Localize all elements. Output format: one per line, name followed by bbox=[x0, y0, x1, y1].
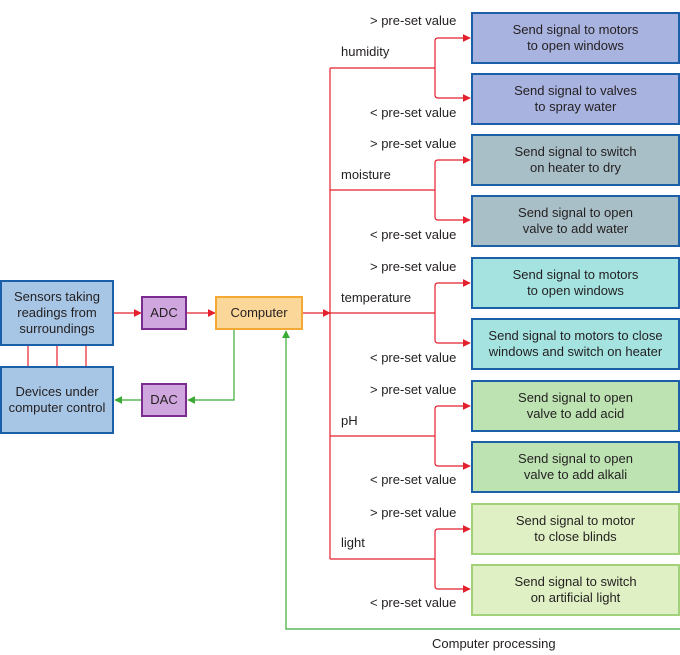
action-label: Send signal to switch on heater to dry bbox=[514, 144, 637, 175]
branch-line bbox=[434, 525, 471, 533]
devices-label: Devices under computer control bbox=[8, 384, 106, 415]
action-label: Send signal to switch on artificial ligh… bbox=[514, 574, 637, 605]
action-label: Send signal to open valve to add water bbox=[518, 205, 633, 236]
action-box: Send signal to motors to open windows bbox=[471, 257, 680, 309]
devices-box: Devices under computer control bbox=[0, 366, 114, 434]
dac-box: DAC bbox=[141, 383, 187, 417]
action-label: Send signal to motor to close blinds bbox=[515, 513, 636, 544]
below-threshold-label: < pre-set value bbox=[370, 472, 457, 487]
below-threshold-label: < pre-set value bbox=[370, 105, 457, 120]
param-name: humidity bbox=[341, 44, 390, 59]
dac-label: DAC bbox=[150, 392, 178, 407]
action-label: Send signal to motors to close windows a… bbox=[488, 328, 663, 359]
branch-line bbox=[434, 585, 471, 593]
below-threshold-label: < pre-set value bbox=[370, 227, 457, 242]
below-threshold-label: < pre-set value bbox=[370, 595, 457, 610]
branch-line bbox=[434, 339, 471, 347]
param-name: moisture bbox=[341, 167, 391, 182]
computer-label: Computer bbox=[230, 305, 288, 320]
above-threshold-label: > pre-set value bbox=[370, 259, 457, 274]
adc-label: ADC bbox=[150, 305, 178, 320]
action-box: Send signal to switch on heater to dry bbox=[471, 134, 680, 186]
action-box: Send signal to switch on artificial ligh… bbox=[471, 564, 680, 616]
below-threshold-label: < pre-set value bbox=[370, 350, 457, 365]
above-threshold-label: > pre-set value bbox=[370, 13, 457, 28]
branch-line bbox=[434, 94, 471, 102]
branch-line bbox=[434, 462, 471, 470]
adc-box: ADC bbox=[141, 296, 187, 330]
sensors-box: Sensors taking readings from surrounding… bbox=[0, 280, 114, 346]
branch-line bbox=[434, 279, 471, 287]
action-label: Send signal to motors to open windows bbox=[512, 267, 639, 298]
computer-box: Computer bbox=[215, 296, 303, 330]
param-name: temperature bbox=[341, 290, 412, 305]
computer-processing-label: Computer processing bbox=[432, 636, 556, 651]
action-label: Send signal to valves to spray water bbox=[514, 83, 637, 114]
action-box: Send signal to motor to close blinds bbox=[471, 503, 680, 555]
above-threshold-label: > pre-set value bbox=[370, 136, 457, 151]
param-name: pH bbox=[341, 413, 358, 428]
above-threshold-label: > pre-set value bbox=[370, 382, 457, 397]
branch-line bbox=[434, 156, 471, 164]
branch-line bbox=[434, 216, 471, 224]
action-box: Send signal to motors to close windows a… bbox=[471, 318, 680, 370]
param-name: light bbox=[341, 535, 365, 550]
action-box: Send signal to open valve to add alkali bbox=[471, 441, 680, 493]
action-box: Send signal to valves to spray water bbox=[471, 73, 680, 125]
action-label: Send signal to open valve to add alkali bbox=[518, 451, 633, 482]
action-box: Send signal to open valve to add acid bbox=[471, 380, 680, 432]
branch-line bbox=[434, 402, 471, 410]
branch-line bbox=[434, 34, 471, 42]
action-box: Send signal to motors to open windows bbox=[471, 12, 680, 64]
action-label: Send signal to open valve to add acid bbox=[518, 390, 633, 421]
action-box: Send signal to open valve to add water bbox=[471, 195, 680, 247]
sensors-label: Sensors taking readings from surrounding… bbox=[14, 289, 100, 336]
above-threshold-label: > pre-set value bbox=[370, 505, 457, 520]
action-label: Send signal to motors to open windows bbox=[512, 22, 639, 53]
